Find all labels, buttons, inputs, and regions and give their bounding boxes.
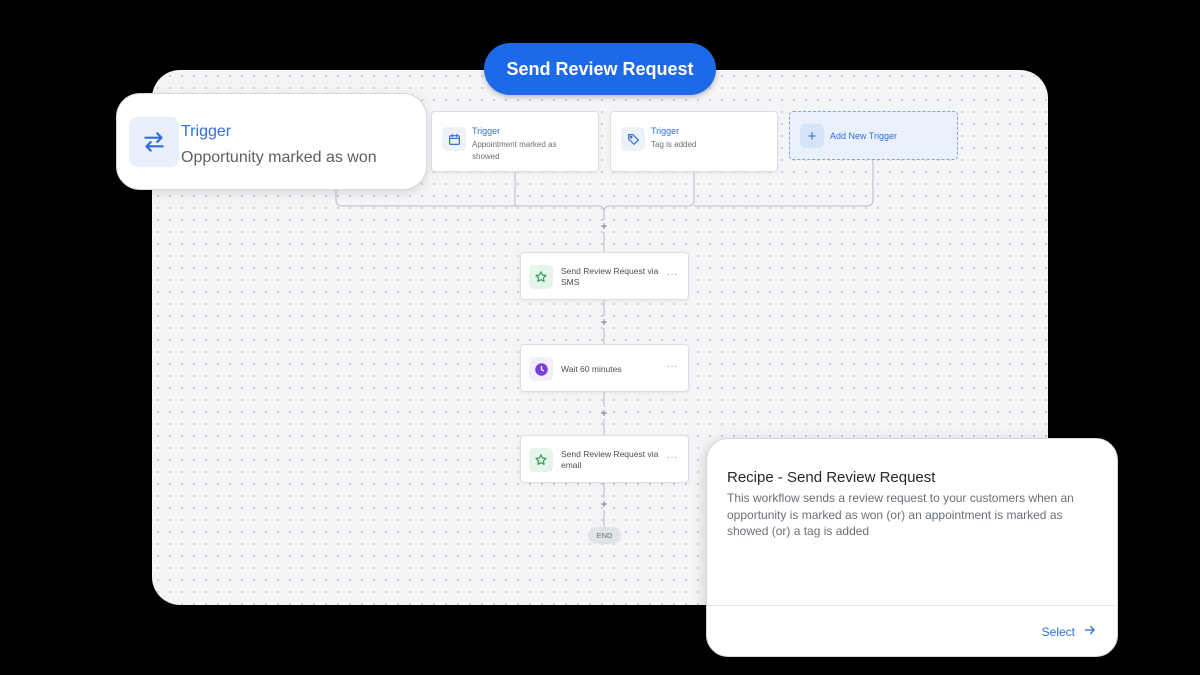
action-label: Send Review Request via email bbox=[561, 449, 659, 470]
add-step-plus-icon[interactable]: + bbox=[600, 406, 608, 420]
select-button[interactable]: Select bbox=[1042, 623, 1097, 640]
select-label: Select bbox=[1041, 624, 1075, 639]
end-marker: END bbox=[588, 527, 621, 544]
recipe-title: Recipe - Send Review Request bbox=[727, 469, 936, 486]
trigger-label: Trigger bbox=[181, 123, 232, 140]
workflow-title: Send Review Request bbox=[484, 43, 716, 95]
divider bbox=[707, 605, 1117, 606]
recipe-description: This workflow sends a review request to … bbox=[727, 491, 1074, 538]
calendar-icon bbox=[442, 127, 466, 151]
trigger-opportunity-won[interactable]: Trigger Opportunity marked as won bbox=[116, 93, 427, 190]
trigger-tag-added[interactable]: Trigger Tag is added bbox=[610, 111, 778, 172]
action-send-email[interactable]: Send Review Request via email ··· bbox=[520, 435, 689, 483]
trigger-value: Opportunity marked as won bbox=[181, 149, 377, 166]
add-trigger-label: Add New Trigger bbox=[830, 131, 898, 141]
star-review-icon bbox=[529, 448, 553, 472]
tag-icon bbox=[621, 127, 645, 151]
trigger-appointment-showed[interactable]: Trigger Appointment marked as showed bbox=[431, 111, 599, 172]
action-label: Send Review Request via SMS bbox=[561, 266, 659, 287]
more-options-icon[interactable]: ··· bbox=[666, 361, 678, 372]
add-step-plus-icon[interactable]: + bbox=[600, 219, 608, 233]
trigger-label: Trigger bbox=[472, 126, 501, 136]
trigger-value: Appointment marked as showed bbox=[472, 140, 557, 161]
action-label: Wait 60 minutes bbox=[561, 364, 622, 374]
more-options-icon[interactable]: ··· bbox=[666, 452, 678, 463]
plus-icon: + bbox=[800, 124, 824, 148]
add-new-trigger-button[interactable]: + Add New Trigger bbox=[789, 111, 958, 160]
recipe-card: Recipe - Send Review Request This workfl… bbox=[706, 438, 1118, 657]
arrow-right-icon bbox=[1083, 623, 1097, 640]
trigger-label: Trigger bbox=[651, 126, 680, 136]
more-options-icon[interactable]: ··· bbox=[666, 269, 678, 280]
action-send-sms[interactable]: Send Review Request via SMS ··· bbox=[520, 252, 689, 300]
trigger-value: Tag is added bbox=[651, 140, 697, 149]
add-step-plus-icon[interactable]: + bbox=[600, 315, 608, 329]
arrows-swap-icon bbox=[129, 117, 179, 167]
clock-icon bbox=[529, 357, 553, 381]
add-step-plus-icon[interactable]: + bbox=[600, 497, 608, 511]
action-wait[interactable]: Wait 60 minutes ··· bbox=[520, 344, 689, 392]
star-review-icon bbox=[529, 265, 553, 289]
